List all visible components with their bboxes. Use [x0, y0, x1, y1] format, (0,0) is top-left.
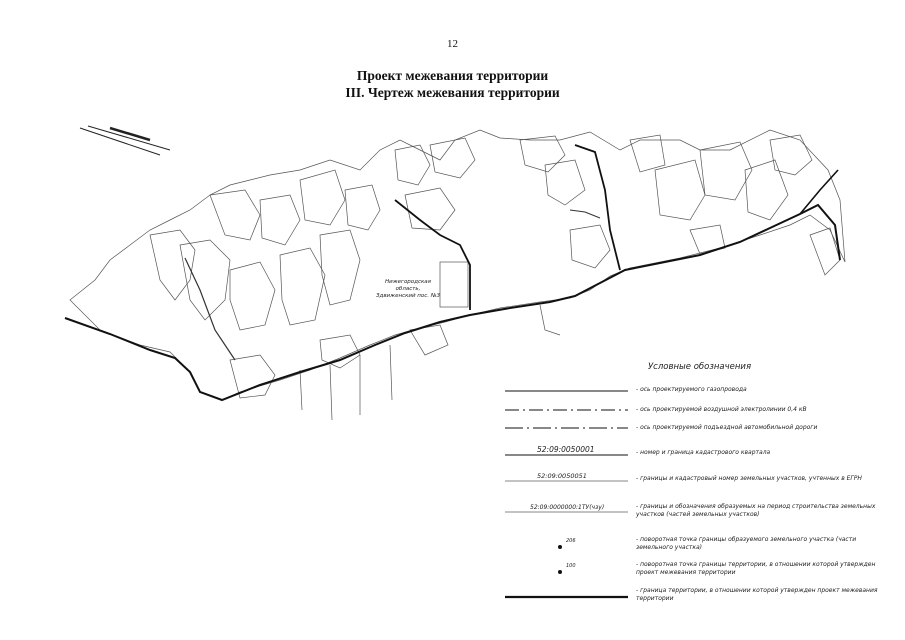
page-number: 12 [447, 38, 458, 50]
document-subtitle: III. Чертеж межевания территории [345, 85, 560, 100]
pipeline-branch-right [574, 144, 621, 271]
settlement-label: Нижегородская область, Здвиженский пос. … [375, 279, 441, 299]
road-segment [569, 209, 601, 219]
parcel-outlines [69, 129, 846, 421]
pipeline-branch-center [394, 199, 471, 310]
pipeline-branch-left [184, 257, 236, 361]
gas-pipeline-route [64, 203, 841, 402]
arrow-lines [79, 125, 171, 156]
pipeline-branch-east [799, 169, 839, 215]
document-title: Проект межевания территории [356, 68, 549, 83]
legend-samples [505, 390, 628, 599]
